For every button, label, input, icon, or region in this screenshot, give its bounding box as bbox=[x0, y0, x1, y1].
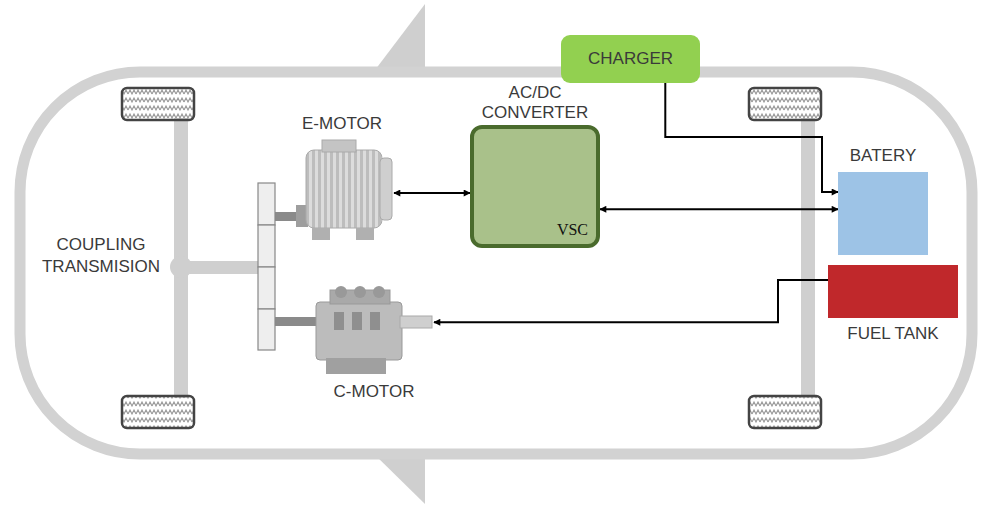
charger-box: CHARGER bbox=[561, 35, 700, 83]
c-motor-drawing bbox=[316, 286, 432, 374]
battery-box: BATERY bbox=[838, 172, 928, 255]
coupling-bar bbox=[258, 183, 275, 350]
connector bbox=[600, 208, 838, 210]
part-label: COUPLING TRANSMISION bbox=[30, 234, 172, 278]
e-motor-drawing bbox=[296, 140, 392, 240]
connector bbox=[394, 192, 470, 194]
connector bbox=[665, 83, 838, 192]
node-label: C-MOTOR bbox=[334, 382, 415, 402]
c-motor-shaft bbox=[274, 317, 316, 326]
node-label: AC/DC CONVERTER bbox=[475, 83, 595, 123]
drive-shaft bbox=[181, 261, 261, 274]
e-motor-shaft bbox=[274, 212, 296, 221]
node-label: CHARGER bbox=[561, 49, 700, 69]
direction-marker bbox=[372, 452, 425, 504]
car-body bbox=[20, 72, 972, 454]
e-motor: E-MOTOR bbox=[290, 140, 394, 240]
wheels bbox=[122, 88, 821, 428]
node-label: BATERY bbox=[850, 146, 916, 166]
c-motor: C-MOTOR bbox=[314, 288, 434, 376]
node-label: E-MOTOR bbox=[302, 114, 382, 134]
node-label: FUEL TANK bbox=[847, 324, 938, 344]
direction-marker bbox=[372, 4, 425, 74]
symbol-label: VSC bbox=[557, 220, 588, 240]
converter-box: AC/DC CONVERTERVSC bbox=[470, 125, 600, 248]
rear-axle bbox=[801, 118, 815, 398]
differential bbox=[170, 256, 192, 278]
connector bbox=[434, 280, 828, 322]
fuel-tank-box: FUEL TANK bbox=[828, 265, 958, 318]
